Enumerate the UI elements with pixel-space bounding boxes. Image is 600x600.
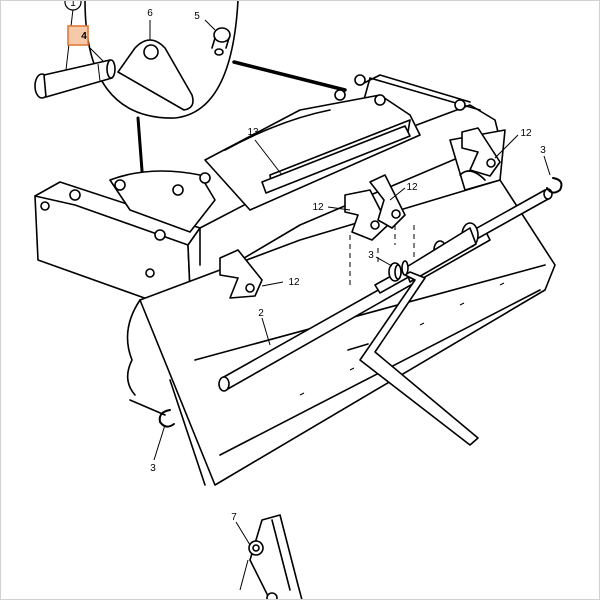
- callout-12-mid-right-label: 12: [406, 182, 418, 193]
- hook-bracket-right[interactable]: [461, 127, 501, 177]
- callout-3-middle-label: 3: [368, 250, 374, 261]
- circlip-left[interactable]: [158, 409, 175, 428]
- hook-bracket-upper-left[interactable]: [344, 189, 389, 241]
- callout-12-right[interactable]: 12: [520, 128, 532, 139]
- callout-6-label: 6: [147, 8, 153, 19]
- callout-12-right-label: 12: [520, 128, 532, 139]
- callout-3-right[interactable]: 3: [540, 145, 546, 156]
- callout-2[interactable]: 2: [258, 308, 264, 319]
- callout-2-label: 2: [258, 308, 264, 319]
- callout-3-middle[interactable]: 3: [368, 250, 374, 261]
- callout-12-mid-left[interactable]: 12: [312, 202, 324, 213]
- callout-5[interactable]: 5: [194, 11, 200, 22]
- clip-part[interactable]: [211, 27, 231, 56]
- callout-12-lower-label: 12: [288, 277, 300, 288]
- callout-7-label: 7: [231, 512, 237, 523]
- circlip-right[interactable]: [546, 177, 563, 194]
- callout-7[interactable]: 7: [231, 512, 237, 523]
- operating-lever[interactable]: [347, 271, 479, 446]
- callout-12-mid-right[interactable]: 12: [406, 182, 418, 193]
- hook-bracket-lower[interactable]: [219, 249, 263, 299]
- callout-13[interactable]: 13: [247, 127, 259, 138]
- callout-6[interactable]: 6: [147, 8, 153, 19]
- callout-12-mid-left-label: 12: [312, 202, 324, 213]
- callout-3-left-label: 3: [150, 463, 156, 474]
- callout-13-label: 13: [247, 127, 259, 138]
- detail-inset-circle: [84, 0, 239, 119]
- pin-part[interactable]: [34, 59, 116, 99]
- callout-5-label: 5: [194, 11, 200, 22]
- circlip-middle[interactable]: [394, 260, 409, 280]
- callout-3-right-label: 3: [540, 145, 546, 156]
- leader-lines: [65, 8, 551, 591]
- callout-1[interactable]: 1: [64, 0, 82, 11]
- shaft-part-upper[interactable]: [374, 188, 553, 294]
- detail-leader-thick: [232, 60, 347, 92]
- bracket-plate-part[interactable]: [117, 39, 194, 111]
- callout-4-highlighted[interactable]: 4: [67, 25, 89, 46]
- callout-4-label: 4: [81, 31, 87, 42]
- mount-bracket[interactable]: [248, 514, 303, 600]
- callout-12-lower[interactable]: 12: [288, 277, 300, 288]
- callout-3-left[interactable]: 3: [150, 463, 156, 474]
- callout-1-label: 1: [70, 0, 76, 9]
- hook-bracket-upper-right[interactable]: [369, 174, 406, 229]
